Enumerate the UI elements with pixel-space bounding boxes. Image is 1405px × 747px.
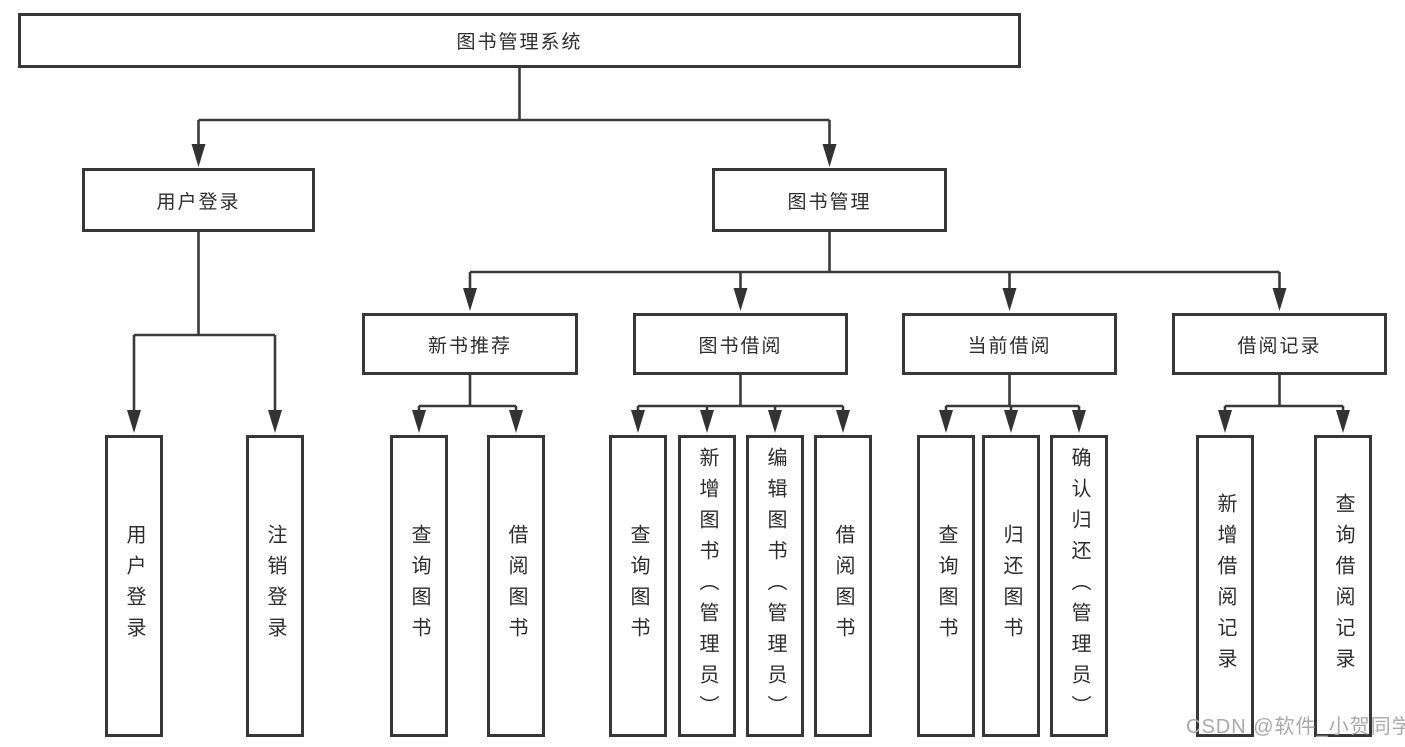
node-user-login-label: 用户登录: [156, 191, 241, 213]
connector-book-management-to-level3: [468, 232, 1281, 291]
arrowhead: [768, 410, 782, 433]
node-current-borrow-label: 当前借阅: [967, 335, 1052, 357]
leaf-user-login: 用户登录: [105, 435, 163, 737]
leaf-recommend-borrow-books: 借阅图书: [487, 435, 545, 737]
node-current-borrow: 当前借阅: [902, 313, 1117, 375]
node-root-label: 图书管理系统: [456, 32, 583, 53]
arrowhead: [463, 288, 477, 311]
leaf-recommend-borrow-books-label: 借阅图书: [505, 524, 527, 648]
node-book-management-label: 图书管理: [787, 191, 872, 213]
leaf-current-query-books-label: 查询图书: [935, 524, 957, 648]
arrowhead: [412, 410, 426, 433]
connector-new-book-to-leaves: [417, 375, 518, 413]
arrowhead: [733, 288, 748, 311]
arrowhead-group: [127, 144, 1350, 433]
arrowhead: [191, 144, 206, 167]
leaf-query-borrow-record-label: 查询借阅记录: [1332, 493, 1354, 679]
arrowhead: [1004, 410, 1018, 433]
arrowhead: [822, 144, 837, 167]
connector-user-login-to-leaves: [132, 232, 277, 413]
leaf-borrow-query-books-label: 查询图书: [627, 524, 649, 648]
leaf-edit-books-admin-label: 编辑图书（管理员）: [764, 446, 786, 726]
arrowhead: [1272, 288, 1287, 311]
watermark: CSDN @软件_小贺同学: [1186, 716, 1405, 738]
leaf-borrow-books-label: 借阅图书: [832, 524, 854, 648]
arrowhead: [509, 410, 523, 433]
arrowhead: [700, 410, 714, 433]
arrowhead: [631, 410, 645, 433]
arrowhead: [127, 410, 141, 433]
node-user-login: 用户登录: [82, 168, 315, 232]
node-book-management: 图书管理: [712, 168, 947, 232]
connector-current-borrow-to-leaves: [944, 375, 1081, 413]
node-book-borrow-label: 图书借阅: [698, 335, 783, 357]
leaf-confirm-return-admin: 确认归还（管理员）: [1050, 435, 1108, 737]
leaf-add-borrow-record: 新增借阅记录: [1196, 435, 1254, 737]
leaf-return-books-label: 归还图书: [1000, 524, 1022, 648]
connector-borrow-record-to-leaves: [1223, 375, 1345, 413]
arrowhead: [1336, 410, 1350, 433]
leaf-user-login-label: 用户登录: [123, 524, 145, 648]
leaf-add-borrow-record-label: 新增借阅记录: [1214, 493, 1236, 679]
arrowhead: [1218, 410, 1232, 433]
arrowhead: [1072, 410, 1086, 433]
node-book-borrow: 图书借阅: [633, 313, 848, 375]
leaf-current-query-books: 查询图书: [917, 435, 975, 737]
arrowhead: [836, 410, 850, 433]
leaf-confirm-return-admin-label: 确认归还（管理员）: [1068, 446, 1090, 726]
leaf-return-books: 归还图书: [982, 435, 1040, 737]
leaf-add-books-admin-label: 新增图书（管理员）: [696, 446, 718, 726]
leaf-logout: 注销登录: [246, 435, 304, 737]
node-new-book-recommend: 新书推荐: [362, 313, 578, 375]
arrowhead: [939, 410, 953, 433]
connector-root-to-level2: [197, 68, 831, 146]
arrowhead: [1002, 288, 1017, 311]
leaf-query-borrow-record: 查询借阅记录: [1314, 435, 1372, 737]
connector-book-borrow-to-leaves: [636, 375, 845, 413]
node-new-book-recommend-label: 新书推荐: [427, 335, 512, 357]
node-root: 图书管理系统: [18, 13, 1021, 68]
leaf-add-books-admin: 新增图书（管理员）: [678, 435, 736, 737]
leaf-borrow-books: 借阅图书: [814, 435, 872, 737]
leaf-recommend-query-books-label: 查询图书: [408, 524, 430, 648]
leaf-borrow-query-books: 查询图书: [609, 435, 667, 737]
node-borrow-record: 借阅记录: [1172, 313, 1387, 375]
leaf-edit-books-admin: 编辑图书（管理员）: [746, 435, 804, 737]
arrowhead: [268, 410, 282, 433]
leaf-logout-label: 注销登录: [264, 524, 286, 648]
leaf-recommend-query-books: 查询图书: [390, 435, 448, 737]
node-borrow-record-label: 借阅记录: [1237, 335, 1322, 357]
